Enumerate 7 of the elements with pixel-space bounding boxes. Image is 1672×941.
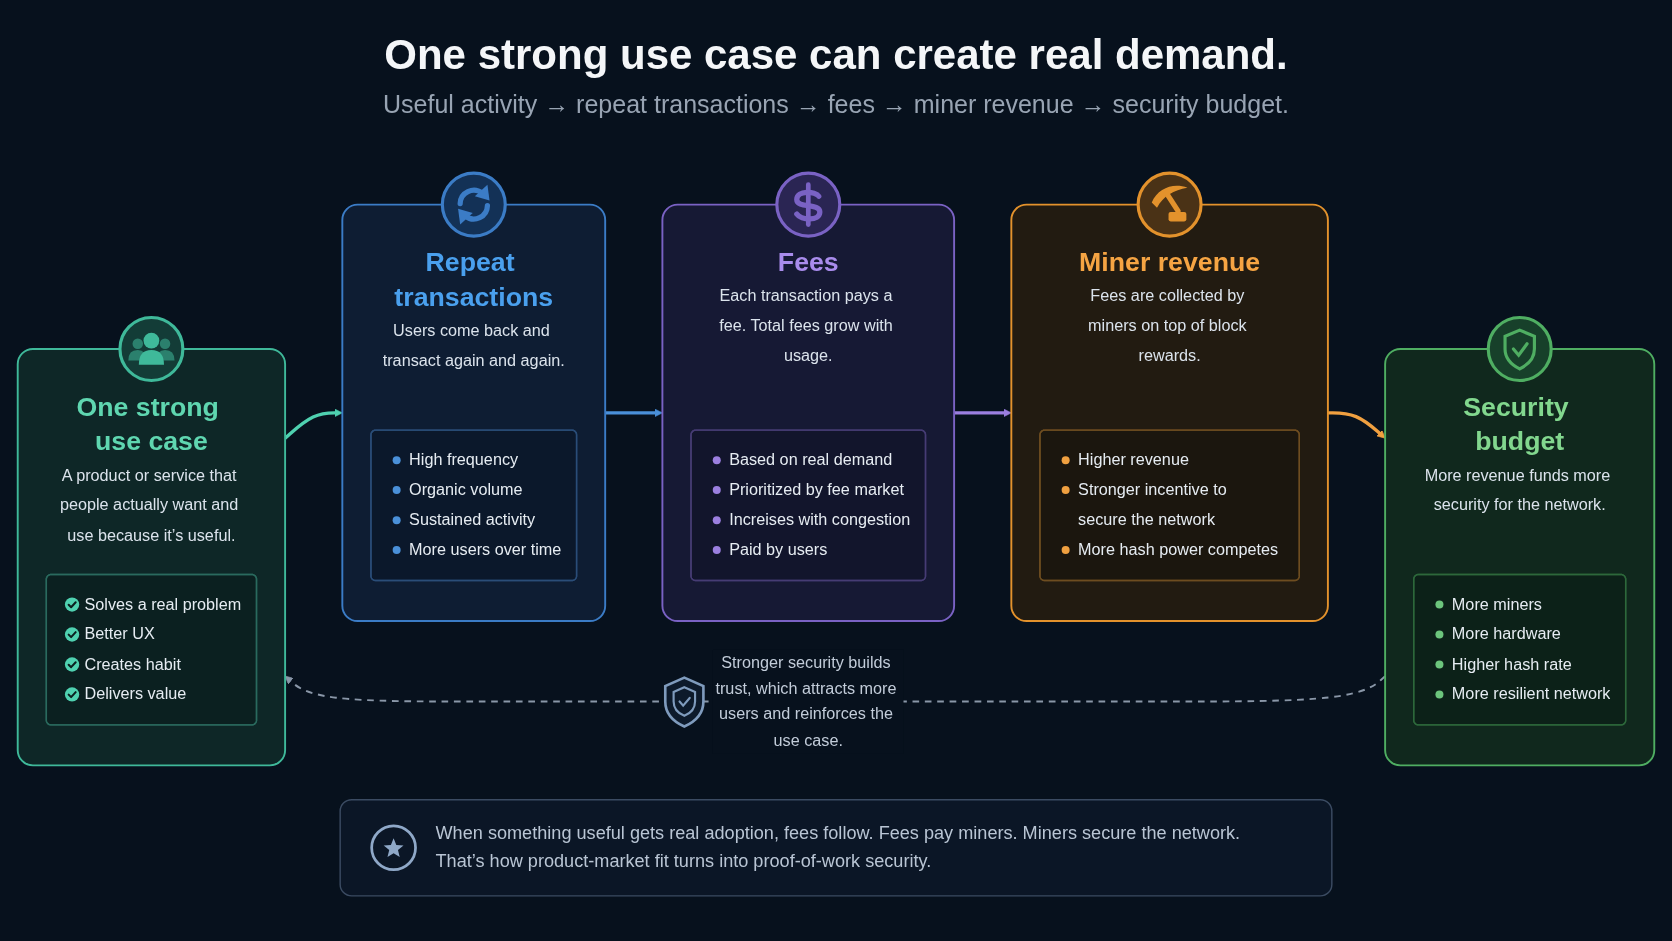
title: One strong use case can create real demand. — [384, 30, 1288, 80]
subtitle: Useful activity → repeat transactions → fees → miner revenue → security budget. — [383, 89, 1289, 121]
node-box: When something useful gets real adoption, fees follow. Fees pay miners. Miners secure the network. That’s how product-market fit turns into proof-of-work security. — [339, 799, 1333, 897]
arrow — [954, 408, 1012, 418]
arrow — [1327, 411, 1386, 439]
edge-label: Stronger security builds trust, which attracts more users and reinforces the use case. — [715, 653, 897, 750]
arrow — [605, 408, 663, 418]
